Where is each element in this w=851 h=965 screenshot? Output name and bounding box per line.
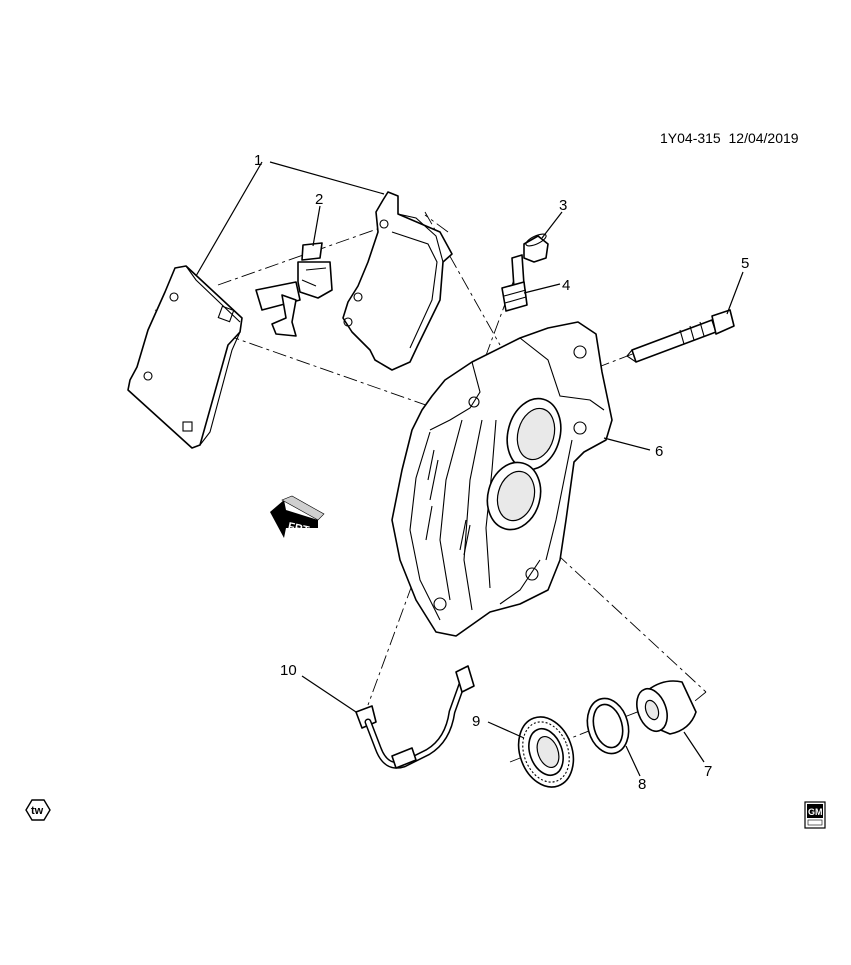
- diagram-reference: 1Y04-315 12/04/2019: [660, 130, 799, 146]
- callout-6: 6: [655, 443, 663, 460]
- brake-pad-icon: [127, 265, 243, 449]
- callout-7: 7: [704, 763, 712, 780]
- caliper-icon: [391, 321, 613, 637]
- callout-10: 10: [280, 662, 297, 679]
- callout-5: 5: [741, 255, 749, 272]
- piston-boot-icon: [517, 716, 575, 788]
- brake-pipe-icon: [355, 665, 475, 769]
- callout-1: 1: [254, 152, 262, 169]
- tw-badge-icon: tw: [25, 799, 51, 821]
- callout-4: 4: [562, 277, 570, 294]
- piston-seal-icon: [586, 697, 630, 755]
- tw-label: tw: [31, 805, 44, 817]
- brake-pad-icon: [342, 191, 453, 371]
- front-arrow-icon: FRT: [270, 495, 325, 538]
- gm-logo-icon: GM: [804, 801, 826, 829]
- pad-clip-icon: [255, 242, 333, 337]
- bleeder-valve-icon: [501, 254, 528, 312]
- gm-label: GM: [808, 807, 823, 817]
- callout-9: 9: [472, 713, 480, 730]
- caliper-bolt-icon: [626, 309, 735, 363]
- callout-numbers: 1 2 3 4 5 6 7 8 9 10: [254, 152, 749, 793]
- frt-label: FRT: [287, 521, 311, 537]
- callout-2: 2: [315, 191, 323, 208]
- callout-8: 8: [638, 776, 646, 793]
- leader-lines: [195, 161, 744, 777]
- piston-icon: [636, 680, 697, 735]
- callout-3: 3: [559, 197, 567, 214]
- bleeder-cap-icon: [523, 233, 549, 263]
